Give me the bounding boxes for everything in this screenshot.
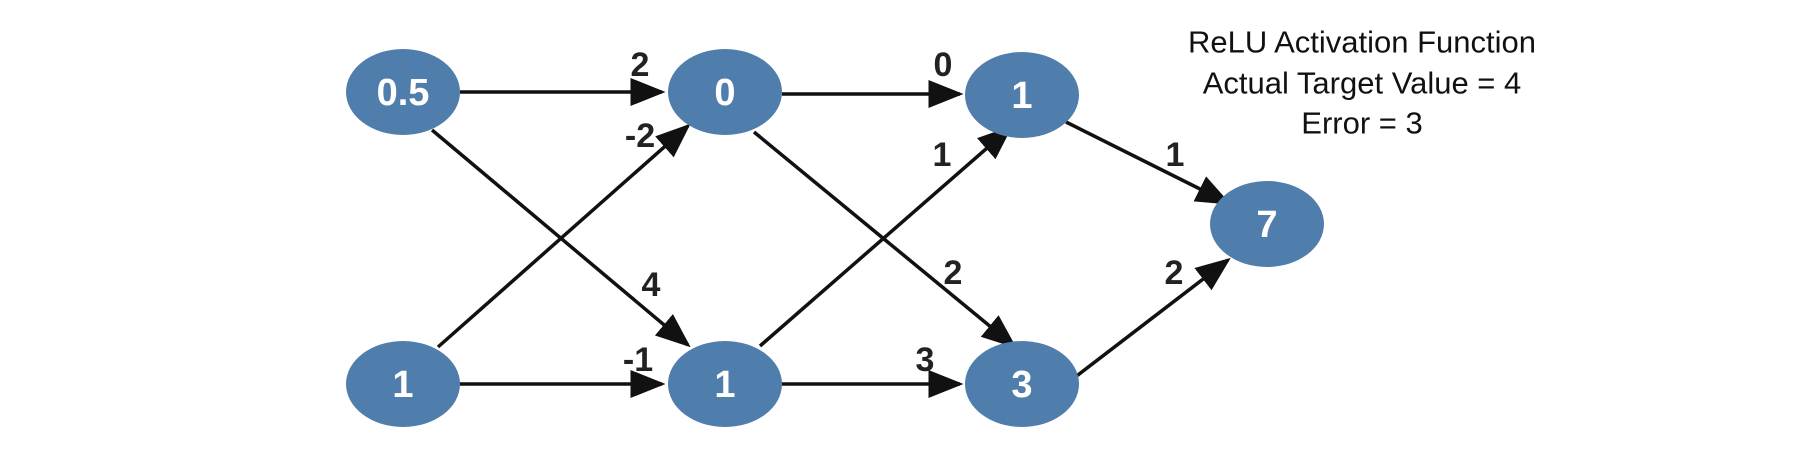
weight-label-hidden1-top-to-hidden2-top: 0 [934,46,953,84]
edge-hidden2-top-to-output [1065,120,1232,205]
node-hidden1-top: 0 [668,49,782,135]
info-target-value: Actual Target Value = 4 [1203,66,1522,101]
info-error: Error = 3 [1301,106,1422,141]
weight-label-input-top-to-hidden1-bottom: 4 [642,266,661,304]
weight-label-input-top-to-hidden1-top: 2 [631,46,650,84]
node-hidden2-bottom: 3 [965,341,1079,427]
node-input-top-value: 0.5 [377,72,430,114]
node-hidden2-bottom-value: 3 [1011,364,1032,406]
node-input-bottom: 1 [346,341,460,427]
node-input-bottom-value: 1 [392,364,413,406]
node-hidden1-bottom: 1 [668,341,782,427]
weight-label-hidden1-bottom-to-hidden2-top: 1 [933,136,952,174]
weight-label-hidden1-top-to-hidden2-bottom: 2 [944,254,963,292]
node-output: 7 [1210,181,1324,267]
weight-label-hidden2-top-to-output: 1 [1166,136,1185,174]
edge-input-bottom-to-hidden1-top [436,123,691,349]
info-activation-function: ReLU Activation Function [1188,25,1536,60]
node-hidden1-bottom-value: 1 [714,364,735,406]
edge-hidden1-bottom-to-hidden2-top [758,125,1013,348]
node-output-value: 7 [1256,204,1277,246]
weight-label-input-bottom-to-hidden1-top: -2 [625,117,655,155]
node-input-top: 0.5 [346,49,460,135]
info-block: ReLU Activation Function Actual Target V… [1188,25,1536,141]
weight-label-hidden2-bottom-to-output: 2 [1165,254,1184,292]
node-hidden2-top: 1 [965,52,1079,138]
weight-label-hidden1-bottom-to-hidden2-bottom: 3 [916,341,935,379]
edge-hidden2-bottom-to-output [1072,257,1231,380]
node-hidden2-top-value: 1 [1011,75,1032,117]
weight-label-input-bottom-to-hidden1-bottom: -1 [623,341,653,379]
node-hidden1-top-value: 0 [714,72,735,114]
